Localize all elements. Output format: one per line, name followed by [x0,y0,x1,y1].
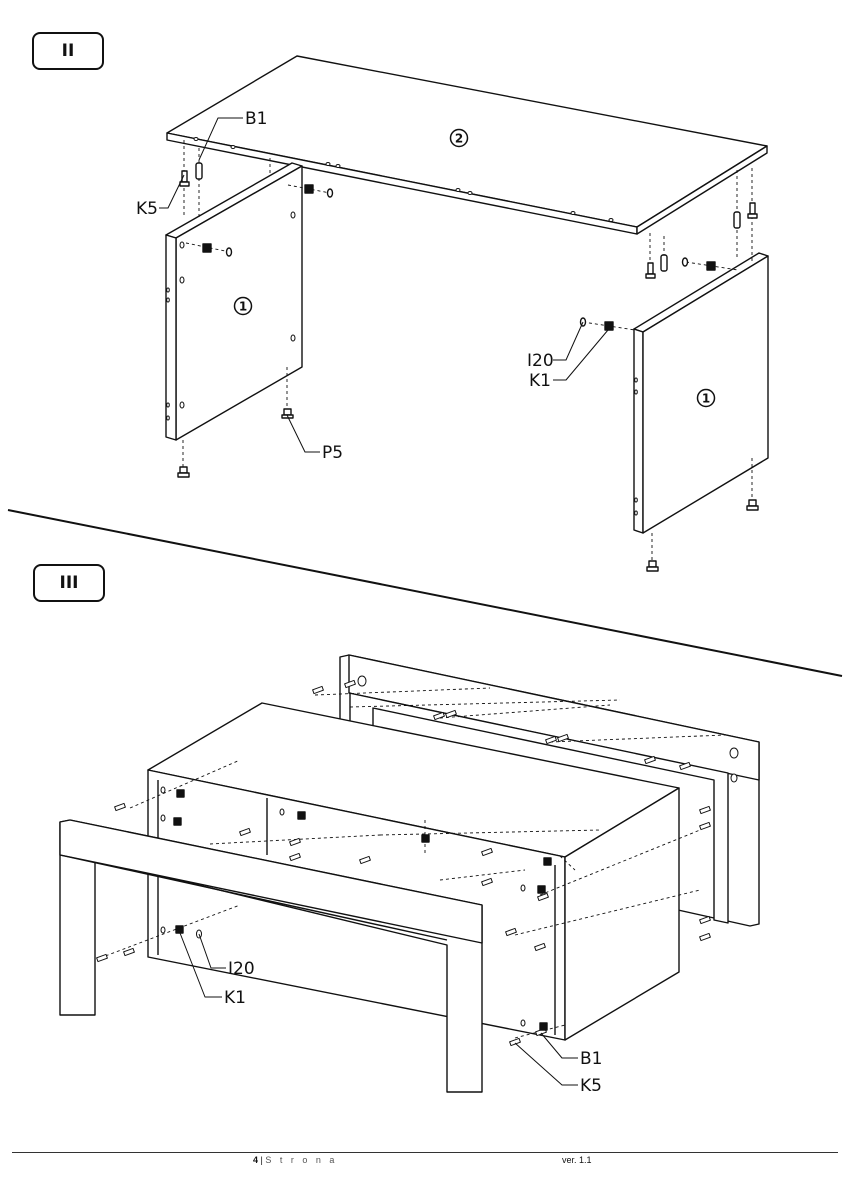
footer-rule [12,1152,838,1153]
step-label-iii: III [33,564,105,602]
part-number-left-panel: 1 [239,300,247,314]
cam-bolt-k5-icon [179,170,190,187]
page-number: 4 [253,1155,259,1165]
footer-separator: | [260,1155,263,1165]
callout-k1: K1 [529,371,551,391]
footer-page-label: 4 | S t r o n a [253,1155,337,1165]
callout-i20-step3: I20 [228,959,255,979]
step-label-ii: II [32,32,104,70]
dowel-b1-icon [195,162,203,180]
callout-k5-step3: K5 [580,1076,602,1096]
callout-k1-step3: K1 [224,988,246,1008]
front-frame [59,819,483,1093]
callout-k5: K5 [136,199,158,219]
part-number-top: 2 [455,132,463,146]
callout-b1-step3: B1 [580,1049,602,1069]
section-divider [7,509,843,677]
callout-b1: B1 [245,109,267,129]
left-side-panel [165,162,303,441]
callout-i20: I20 [527,351,554,371]
part-number-right-panel: 1 [702,392,710,406]
cam-lock-k1-icon [202,184,716,331]
callout-p5: P5 [322,443,343,463]
page-word: S t r o n a [265,1155,338,1165]
footer-version: ver. 1.1 [562,1155,592,1165]
